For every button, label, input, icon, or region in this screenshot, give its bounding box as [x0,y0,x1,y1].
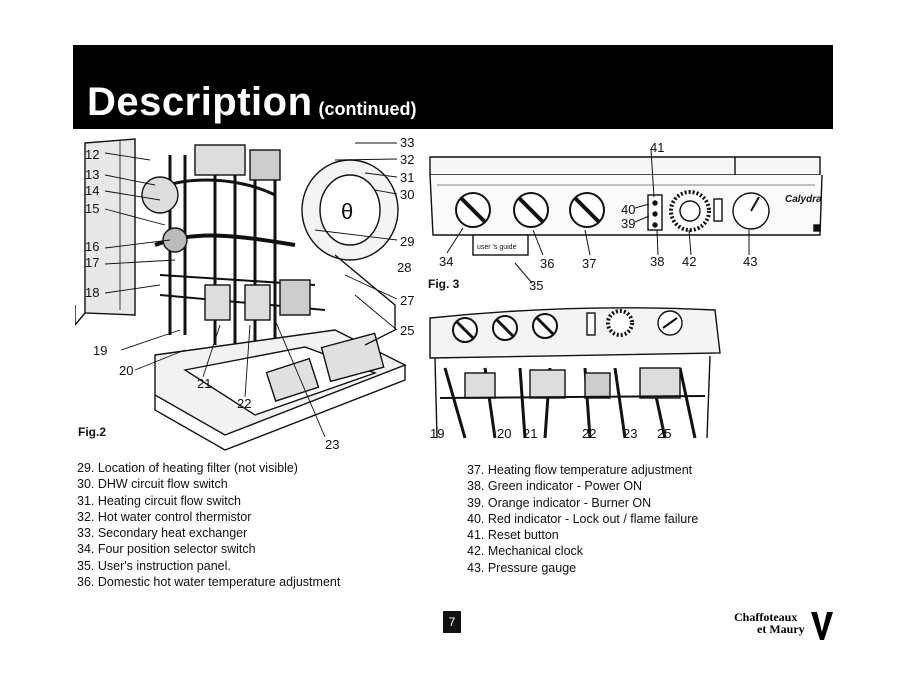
callout-18: 18 [85,285,99,300]
callout-37: 37 [582,256,596,271]
callout-41: 41 [650,140,664,155]
callout-36: 36 [540,256,554,271]
legend-item: 32. Hot water control thermistor [77,509,252,524]
legend-item: 30. DHW circuit flow switch [77,477,228,492]
callout-17: 17 [85,255,99,270]
legend-item: 34. Four position selector switch [77,542,256,557]
legend-item: 41. Reset button [467,528,559,543]
panel-brand: Calydra [785,194,822,205]
callout-40: 40 [621,202,635,217]
fig2-caption: Fig.2 [78,425,106,439]
callout-23: 23 [325,437,339,452]
fig3-caption: Fig. 3 [428,277,460,291]
callout-30: 30 [400,187,414,202]
callout-21: 21 [197,376,211,391]
legend-item: 29. Location of heating filter (not visi… [77,461,298,475]
boiler-drawing: θ [75,138,407,451]
legend-item: 43. Pressure gauge [467,560,577,575]
callout-bottom-21: 21 [523,426,537,441]
callout-39: 39 [621,216,635,231]
callout-bottom-23: 23 [623,426,637,441]
page-title: Description(continued) [87,80,417,125]
callout-31: 31 [400,170,414,185]
callout-12: 12 [85,147,99,162]
fig2-callouts: 12 13 14 15 16 17 18 19 20 21 22 23 25 2… [85,135,414,452]
brand-line1: Chaffoteaux [734,610,798,624]
fig3-leader-lines [446,149,750,284]
panel-front-drawing [429,307,721,439]
legend-item: 39. Orange indicator - Burner ON [467,495,652,510]
callout-16: 16 [85,239,99,254]
legend-item: 37. Heating flow temperature adjustment [467,463,693,477]
fig-bottom-diagram: 19 20 21 22 23 25 [429,307,721,441]
callout-15: 15 [85,201,99,216]
legend-item: 36. Domestic hot water temperature adjus… [77,575,341,590]
callout-38: 38 [650,254,664,269]
legend-item: 38. Green indicator - Power ON [467,479,643,494]
legend-item: 33. Secondary heat exchanger [77,526,248,541]
callout-13: 13 [85,167,99,182]
callout-42: 42 [682,254,696,269]
callout-33: 33 [400,135,414,150]
control-panel [429,156,823,256]
callout-43: 43 [743,254,757,269]
legend-left: 29. Location of heating filter (not visi… [77,460,340,590]
callout-20: 20 [119,363,133,378]
fig2-diagram: θ [75,135,414,452]
svg-text:θ: θ [341,199,353,224]
callout-14: 14 [85,183,99,198]
legend-item: 40. Red indicator - Lock out / flame fai… [467,511,699,526]
callout-22: 22 [237,396,251,411]
callout-bottom-20: 20 [497,426,511,441]
title-sub: (continued) [318,99,417,119]
callout-bottom-19: 19 [430,426,444,441]
title-main: Description [87,80,313,124]
guide-label: user 's guide [477,244,517,251]
header-bar: Description(continued) [73,45,833,129]
brand-logo: Chaffoteaux et Maury [725,608,835,640]
callout-34: 34 [439,254,453,269]
callout-25: 25 [400,323,414,338]
legend-item: 31. Heating circuit flow switch [77,493,241,508]
fig3-callouts: 34 35 36 37 38 39 40 41 42 43 [439,140,757,293]
legend-item: 35. User's instruction panel. [77,558,231,573]
callout-32: 32 [400,152,414,167]
legend-item: 42. Mechanical clock [467,544,584,559]
page-number: 7 [443,611,461,633]
fig3-diagram: Calydra user 's guide 34 35 36 37 38 39 … [428,140,823,293]
callout-bottom-22: 22 [582,426,596,441]
fig2-leader-lines [104,142,398,438]
checkmark-icon [811,612,833,640]
callout-28: 28 [397,260,411,275]
callout-19: 19 [93,343,107,358]
callout-29: 29 [400,234,414,249]
fig-bottom-callouts: 19 20 21 22 23 25 [430,426,671,441]
callout-bottom-25: 25 [657,426,671,441]
callout-27: 27 [400,293,414,308]
brand-line2: et Maury [757,622,805,636]
callout-35: 35 [529,278,543,293]
legend-right: 37. Heating flow temperature adjustment … [467,462,698,576]
